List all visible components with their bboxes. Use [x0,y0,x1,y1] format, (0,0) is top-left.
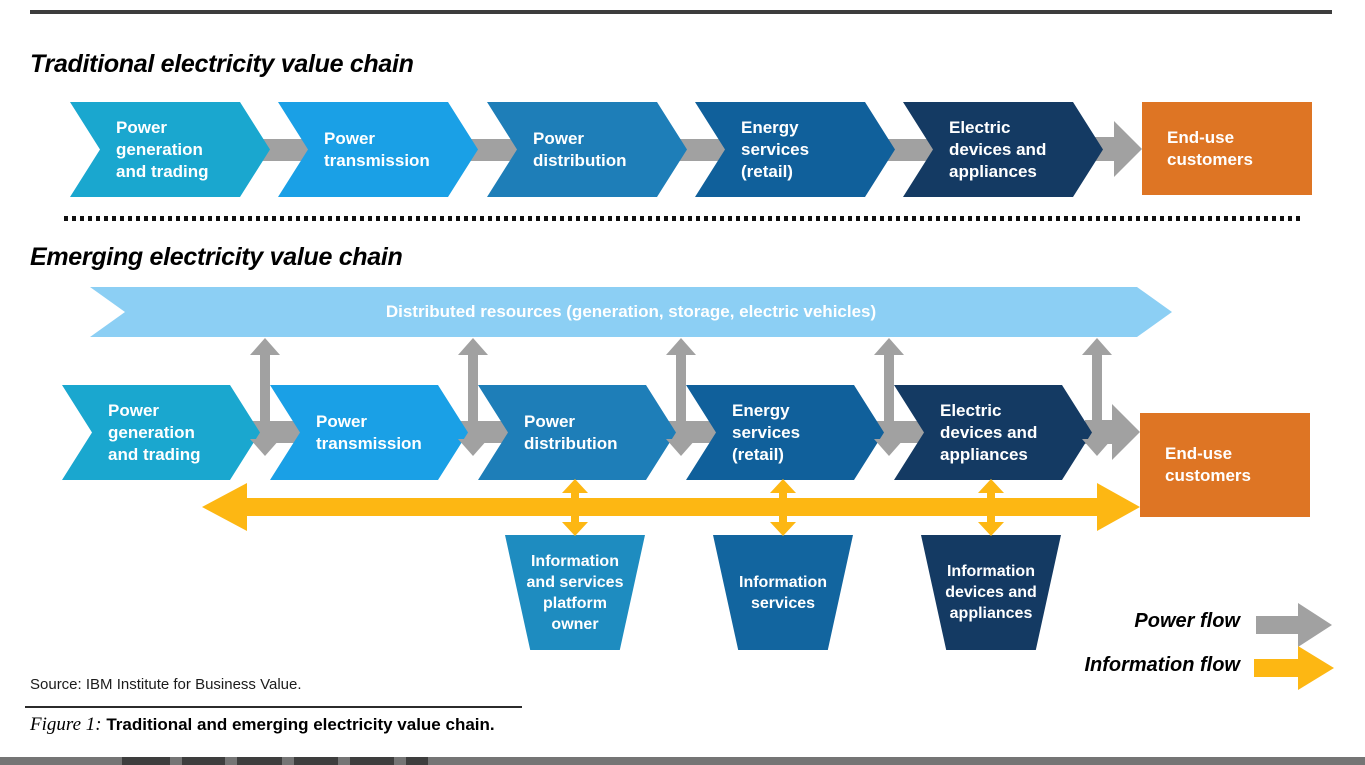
stage-label: Electric devices and appliances [949,117,1047,181]
end-use-label: End-use customers [1167,127,1253,169]
stage-label: Energy services (retail) [741,117,810,181]
trapezoid-label: Information services [739,573,827,612]
trad-stage-power-generation: Power generation and trading [70,102,270,197]
top-rule [30,10,1332,14]
source-line: Source: IBM Institute for Business Value… [30,676,302,693]
emerg-stage-power-generation: Power generation and trading [62,385,260,480]
trapezoid-information-services: Information services [713,535,853,650]
emerg-stage-electric-devices: Electric devices and appliances [894,385,1092,480]
stage-label: Power distribution [533,128,627,170]
emerg-stage-power-distribution: Power distribution [478,385,676,480]
distributed-resources-band: Distributed resources (generation, stora… [90,287,1172,337]
page-edge-artifact [0,757,1365,765]
stage-label: Power distribution [524,411,618,453]
stage-label: Energy services (retail) [732,400,801,464]
traditional-section-title: Traditional electricity value chain [30,50,414,78]
trapezoid-label: Information devices and appliances [945,563,1037,622]
distributed-resources-label: Distributed resources (generation, stora… [385,302,877,321]
end-use-label: End-use customers [1165,444,1251,485]
legend-power-flow-label: Power flow [1134,610,1240,632]
caption-rule [25,706,522,708]
stage-label: Power transmission [324,128,430,170]
dotted-separator [64,216,1304,221]
stage-label: Power transmission [316,411,422,453]
figure-caption-label: Figure 1: [30,714,102,735]
stage-label: Power generation and trading [116,117,209,181]
legend-information-flow-label: Information flow [1084,654,1240,676]
stage-label: Electric devices and appliances [940,400,1038,464]
trapezoid-information-devices: Information devices and appliances [921,535,1061,650]
emerg-stage-energy-services: Energy services (retail) [686,385,884,480]
stage-label: Power generation and trading [108,400,201,464]
emerg-end-use-customers-box: End-use customers [1140,413,1310,517]
trad-end-use-customers-box: End-use customers [1142,102,1312,195]
figure-caption-text: Traditional and emerging electricity val… [106,715,495,734]
trapezoid-label: Information and services platform owner [526,552,624,633]
emerging-section-title: Emerging electricity value chain [30,243,403,271]
emerg-stage-power-transmission: Power transmission [270,385,468,480]
trapezoid-information-platform-owner: Information and services platform owner [505,535,645,650]
figure-caption: Figure 1: Traditional and emerging elect… [30,714,495,736]
